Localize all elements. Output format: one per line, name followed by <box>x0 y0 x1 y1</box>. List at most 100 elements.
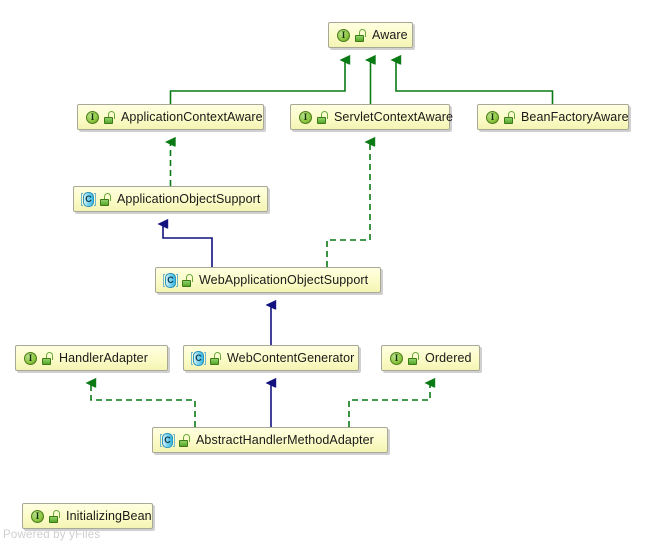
uml-node-appctxaware[interactable]: I ApplicationContextAware <box>77 104 264 130</box>
uml-node-label: WebContentGenerator <box>227 350 355 365</box>
padlock-body <box>49 515 58 523</box>
class-icon: C <box>163 272 178 288</box>
type-icon-background <box>390 351 403 365</box>
edge-webappobjsupport-to-appobjsupport <box>163 224 213 267</box>
uml-node-label: ApplicationContextAware <box>121 109 263 124</box>
padlock-body <box>100 198 109 206</box>
padlock-shackle <box>183 433 190 442</box>
padlock-shackle <box>186 273 193 282</box>
padlock-shackle <box>108 110 115 119</box>
uml-node-initializingbean[interactable]: I InitializingBean <box>22 503 153 529</box>
edge-abshandlermethod-to-handleradapter <box>91 383 196 427</box>
type-icon-letter: C <box>195 352 202 363</box>
interface-icon: I <box>298 110 313 125</box>
padlock-shackle <box>104 192 111 201</box>
uml-node-label: HandlerAdapter <box>59 350 148 365</box>
padlock-body <box>317 116 326 124</box>
padlock-body <box>408 357 417 365</box>
edge-webappobjsupport-to-servletctxaware <box>326 142 370 267</box>
class-icon: C <box>191 350 206 366</box>
interface-icon: I <box>389 351 404 366</box>
type-icon-background <box>165 272 176 288</box>
interface-icon: I <box>30 509 45 524</box>
type-icon-background <box>24 351 37 365</box>
interface-icon: I <box>23 351 38 366</box>
padlock-public-icon <box>49 509 60 523</box>
padlock-public-icon <box>42 351 53 365</box>
type-icon-letter: I <box>490 111 495 122</box>
padlock-body <box>104 116 113 124</box>
class-icon-bracket-left <box>163 273 165 287</box>
uml-node-webcontentgen[interactable]: C WebContentGenerator <box>183 345 359 371</box>
padlock-shackle <box>53 509 60 518</box>
class-icon-bracket-right <box>176 273 178 287</box>
padlock-shackle <box>214 351 221 360</box>
padlock-public-icon <box>504 110 515 124</box>
type-icon-letter: I <box>303 111 308 122</box>
type-icon-letter: I <box>35 510 40 521</box>
type-icon-background <box>337 28 350 42</box>
type-icon-background <box>162 432 173 448</box>
class-icon: C <box>160 432 175 448</box>
uml-node-label: Aware <box>372 27 408 42</box>
padlock-body <box>355 34 364 42</box>
type-icon-letter: I <box>341 29 346 40</box>
uml-node-label: WebApplicationObjectSupport <box>199 272 369 287</box>
type-icon-background <box>83 191 94 207</box>
edge-beanfactoryaware-to-aware <box>396 60 554 104</box>
type-icon-background <box>486 110 499 124</box>
type-icon-background <box>193 350 204 366</box>
class-icon: C <box>81 191 96 207</box>
padlock-shackle <box>508 110 515 119</box>
padlock-public-icon <box>104 110 115 124</box>
padlock-public-icon <box>355 28 366 42</box>
uml-node-aware[interactable]: I Aware <box>328 22 413 48</box>
class-icon-bracket-left <box>81 192 83 206</box>
type-icon-letter: I <box>394 352 399 363</box>
class-icon-bracket-left <box>160 433 162 447</box>
interface-icon: I <box>336 28 351 43</box>
yfiles-watermark: Powered by yFiles <box>3 529 101 541</box>
padlock-shackle <box>46 351 53 360</box>
edge-abshandlermethod-to-ordered <box>348 383 430 427</box>
type-icon-letter: I <box>90 111 95 122</box>
uml-node-beanfactoryaware[interactable]: I BeanFactoryAware <box>477 104 629 130</box>
uml-node-appobjsupport[interactable]: C ApplicationObjectSupport <box>73 186 268 212</box>
padlock-body <box>179 439 188 447</box>
padlock-public-icon <box>179 433 190 447</box>
padlock-public-icon <box>317 110 328 124</box>
interface-icon: I <box>85 110 100 125</box>
padlock-shackle <box>321 110 328 119</box>
type-icon-background <box>31 509 44 523</box>
uml-node-label: InitializingBean <box>66 508 152 523</box>
padlock-body <box>182 279 191 287</box>
uml-node-label: ApplicationObjectSupport <box>117 191 261 206</box>
padlock-body <box>504 116 513 124</box>
class-icon-bracket-right <box>173 433 175 447</box>
uml-node-label: Ordered <box>425 350 472 365</box>
padlock-public-icon <box>408 351 419 365</box>
uml-node-webappobjsupport[interactable]: C WebApplicationObjectSupport <box>155 267 381 293</box>
uml-node-handleradapter[interactable]: I HandlerAdapter <box>15 345 168 371</box>
type-icon-letter: I <box>28 352 33 363</box>
padlock-shackle <box>359 28 366 37</box>
padlock-public-icon <box>182 273 193 287</box>
type-icon-letter: C <box>167 274 174 285</box>
type-icon-letter: C <box>85 193 92 204</box>
interface-icon: I <box>485 110 500 125</box>
padlock-public-icon <box>210 351 221 365</box>
uml-node-ordered[interactable]: I Ordered <box>381 345 480 371</box>
class-icon-bracket-left <box>191 351 193 365</box>
edge-appctxaware-to-aware <box>169 60 346 104</box>
class-icon-bracket-right <box>94 192 96 206</box>
padlock-public-icon <box>100 192 111 206</box>
class-icon-bracket-right <box>204 351 206 365</box>
type-icon-letter: C <box>164 434 171 445</box>
type-icon-background <box>299 110 312 124</box>
type-icon-background <box>86 110 99 124</box>
padlock-shackle <box>412 351 419 360</box>
uml-node-label: BeanFactoryAware <box>521 109 629 124</box>
